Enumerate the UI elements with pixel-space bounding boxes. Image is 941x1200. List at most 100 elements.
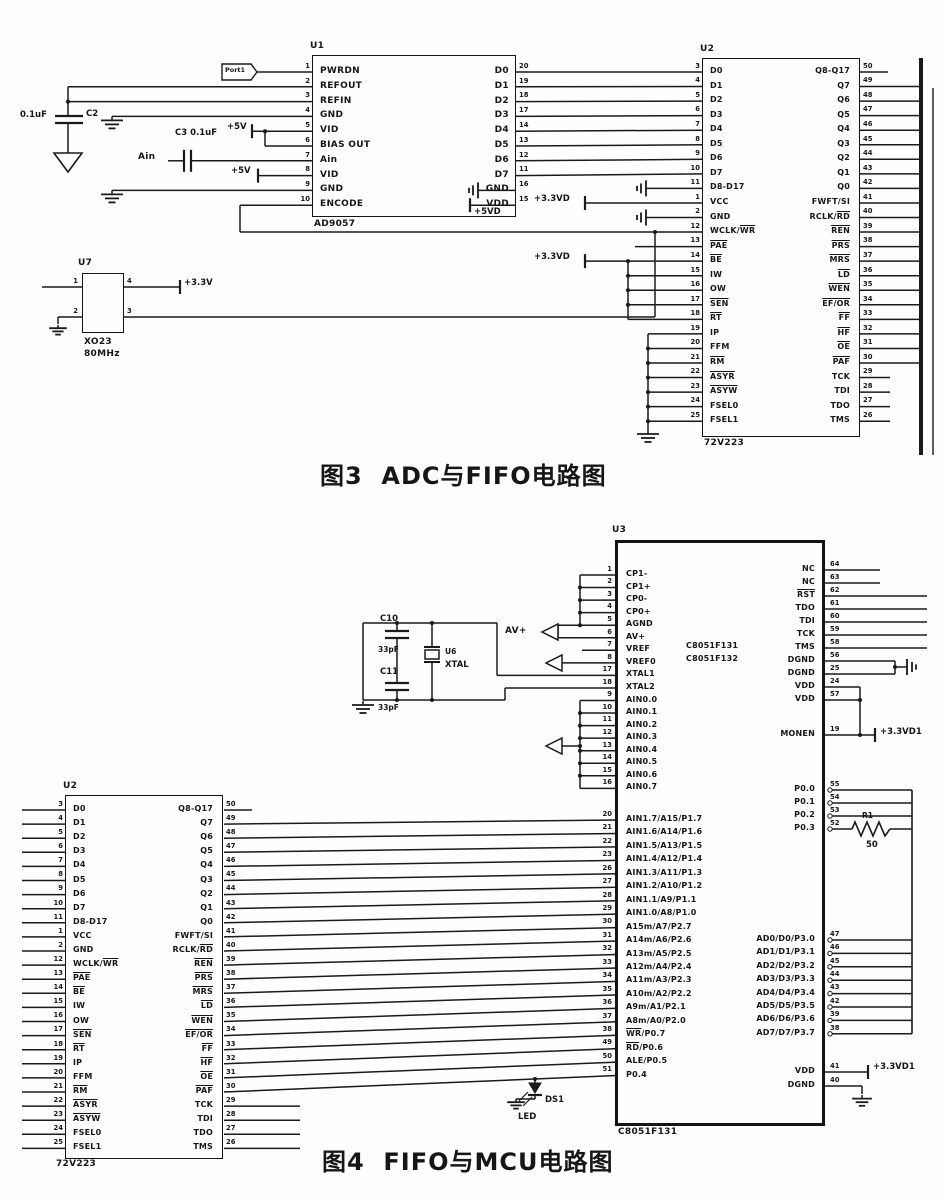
fifo-chip-2-pin-number: 2	[58, 940, 63, 949]
fifo-chip-pin-label: TDI	[834, 386, 850, 396]
capacitor-ref-c2: C2	[86, 109, 99, 119]
fifo-chip-pin-label: Q1	[837, 167, 850, 177]
fifo-chip-2-pin-label: OW	[73, 1015, 90, 1025]
adc-chip-pin-number: 2	[305, 76, 310, 85]
mcu-chip-pin-label: TCK	[796, 629, 815, 638]
fifo-chip-2-pin-number: 10	[53, 898, 63, 907]
fifo-chip-pin-number: 25	[690, 411, 700, 419]
led-ref: DS1	[545, 1095, 565, 1105]
fifo-chip-pin-label: RT	[710, 313, 722, 323]
fifo-chip-pin-number: 10	[690, 163, 700, 172]
fifo-chip-pin-label: Q3	[837, 138, 850, 148]
mcu-chip-pin-label: AIN0.6	[626, 769, 658, 779]
junction-dot	[646, 361, 650, 365]
pin-connector-icon	[827, 787, 833, 793]
fifo-chip-2-pin-number: 34	[226, 1025, 236, 1034]
fifo-chip-2-pin-number: 8	[58, 870, 63, 879]
mcu-chip-pin-label: A8m/A0/P2.0	[626, 1015, 686, 1025]
fifo-chip-2-pin-number: 13	[53, 969, 63, 977]
wire	[518, 1091, 529, 1102]
mcu-chip-pin-label: AIN1.6/A14/P1.6	[626, 827, 703, 837]
mcu-chip-pin-number: 15	[602, 765, 612, 774]
connector-arrow-icon	[540, 622, 559, 642]
osc-chip-pin-number: 1	[73, 277, 78, 285]
fifo-chip-pin-label: Q6	[837, 95, 850, 105]
fifo-chip-pin-number: 11	[690, 178, 700, 187]
adc-chip-pin-number: 4	[305, 106, 310, 115]
mcu-chip-pin-number: 40	[830, 1075, 840, 1084]
adc-chip-pin-label: REFOUT	[320, 80, 363, 91]
fifo-chip-pin-label: D0	[710, 66, 723, 75]
osc-chip-pin-number: 3	[127, 307, 132, 315]
fifo-chip-2-pin-number: 12	[53, 954, 63, 963]
adc-chip-pin-number: 19	[519, 76, 529, 85]
fifo-chip-2-pin-number: 49	[226, 813, 236, 822]
wire	[522, 1096, 533, 1107]
junction-dot	[578, 744, 582, 748]
wire	[223, 1074, 618, 1093]
fifo-chip-pin-number: 29	[863, 367, 873, 376]
fifo-chip-2-pin-label: EF/OR	[185, 1029, 213, 1039]
fifo-chip-2-pin-label: OE	[200, 1071, 213, 1081]
junction-dot	[893, 665, 897, 669]
fifo-chip-pin-label: WEN	[828, 284, 850, 294]
fifo-chip-pin-number: 16	[690, 280, 700, 289]
wire	[223, 1021, 618, 1037]
mcu-chip-pin-number: 27	[602, 877, 612, 886]
junction-dot	[646, 419, 650, 424]
adc-chip-pin-number: 13	[519, 135, 529, 144]
adc-chip-pin-number: 18	[519, 91, 529, 100]
fifo-chip-2-pin-label: LD	[200, 1001, 213, 1011]
fifo-chip-2-pin-number: 41	[226, 926, 236, 935]
fifo-chip-pin-label: FSEL0	[710, 400, 739, 410]
crystal-ref: U6	[445, 647, 457, 656]
mcu-chip-pin-label: AD1/D1/P3.1	[756, 947, 815, 957]
fifo-chip-2-pin-label: RCLK/RD	[172, 945, 213, 954]
adc-chip-pin-number: 9	[305, 180, 310, 189]
wire	[223, 1047, 618, 1065]
fifo-chip-2-pin-label: PAE	[73, 973, 91, 983]
adc-chip	[312, 55, 516, 217]
capacitor-value-c2: 0.1uF	[20, 110, 47, 120]
mcu-chip-pin-number: 49	[602, 1038, 612, 1047]
fifo-chip-pin-number: 30	[863, 352, 873, 361]
fifo-chip-2-pin-label: Q4	[200, 860, 213, 870]
mcu-chip-pin-number: 63	[830, 572, 840, 581]
mcu-chip-pin-label: P0.1	[794, 797, 815, 806]
figure3-caption: 图3 ADC与FIFO电路图	[320, 462, 607, 490]
junction-dot	[646, 404, 650, 409]
fifo-chip-2-pin-label: Q6	[200, 832, 213, 842]
fifo-chip-pin-label: FSEL1	[710, 415, 739, 425]
mcu-chip-pin-number: 42	[830, 996, 840, 1005]
wire	[515, 114, 704, 118]
led-icon	[528, 1082, 542, 1094]
net-label-33v: +3.3V	[184, 278, 213, 288]
mcu-chip-pin-label: AIN1.1/A9/P1.1	[626, 894, 697, 904]
fifo-chip-pin-number: 50	[863, 61, 873, 70]
fifo-chip-pin-label: TCK	[831, 371, 850, 381]
net-label-5v-a: +5V	[227, 122, 247, 132]
fifo-chip-2-pin-number: 17	[53, 1025, 63, 1034]
mcu-chip-pin-number: 26	[602, 863, 612, 872]
mcu-chip-pin-number: 62	[830, 585, 840, 594]
mcu-chip-pin-number: 12	[602, 727, 612, 736]
wire	[223, 926, 618, 938]
net-label-33vd-b: +3.3VD	[534, 252, 570, 262]
wire	[223, 980, 618, 995]
fifo-chip-pin-number: 15	[690, 265, 700, 274]
fifo-chip-pin-number: 20	[690, 338, 700, 347]
mcu-chip-pin-number: 39	[830, 1010, 840, 1019]
mcu-chip-pin-label: AD6/D6/P3.6	[756, 1014, 815, 1024]
mcu-chip-pin-label: AIN0.1	[626, 707, 658, 717]
mcu-chip-pin-number: 56	[830, 650, 840, 659]
wire	[223, 1034, 618, 1051]
wire	[223, 886, 618, 896]
adc-chip-pin-label: D7	[494, 169, 509, 180]
capacitor-value-c11: 33pF	[378, 703, 399, 712]
mcu-chip-pin-number: 19	[830, 724, 840, 733]
mcu-chip-pin-number: 17	[602, 665, 612, 674]
mcu-chip-pin-label: AD0/D0/P3.0	[756, 934, 815, 943]
resistor-value: 50	[866, 840, 878, 850]
mcu-chip-pin-label: A13m/A5/P2.5	[626, 948, 692, 958]
fifo-chip-pin-label: RCLK/RD	[809, 211, 850, 221]
